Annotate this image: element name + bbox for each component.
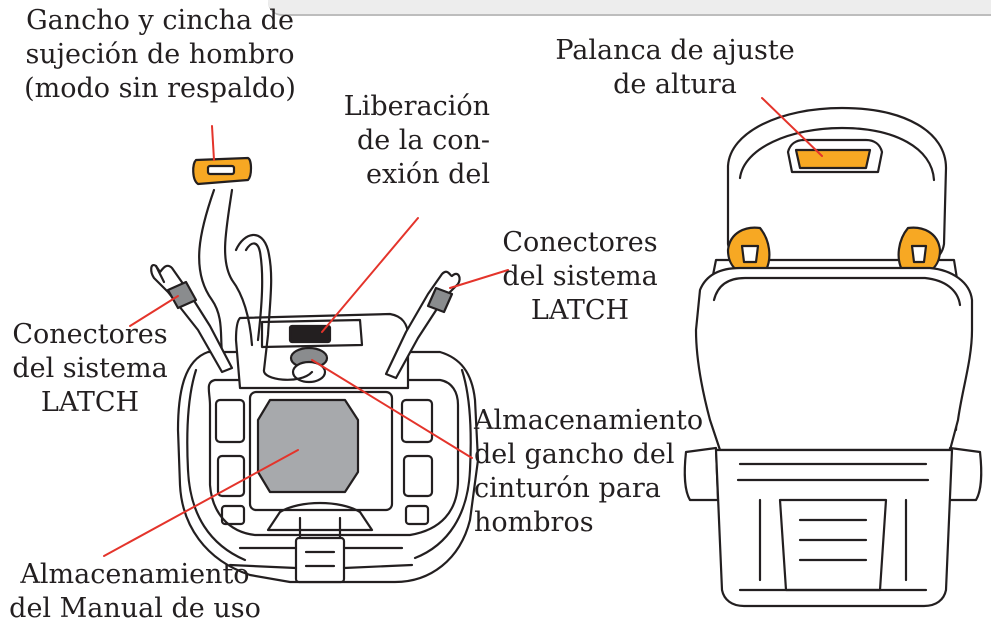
- label-line: Conectores: [12, 319, 168, 350]
- label-line: Palanca de ajuste: [555, 35, 795, 66]
- label-line: del sistema: [502, 261, 658, 292]
- label-line: de la con-: [356, 125, 490, 156]
- label-line: LATCH: [40, 387, 140, 418]
- label-manual-storage: Almacenamiento del Manual de uso: [0, 558, 270, 626]
- label-line: Almacenamiento: [474, 405, 704, 436]
- label-height-lever: Palanca de ajuste de altura: [545, 34, 805, 102]
- label-shoulder-hook: Gancho y cincha de sujeción de hombro (m…: [20, 4, 300, 106]
- booster-seat: [683, 106, 983, 608]
- label-line: Almacenamiento: [20, 559, 250, 590]
- label-line: Gancho y cincha de: [26, 5, 294, 36]
- label-line: del Manual de uso: [9, 593, 261, 624]
- label-line: Conectores: [502, 227, 658, 258]
- label-line: cinturón para: [474, 473, 661, 504]
- label-belt-hook-storage: Almacenamiento del gancho del cinturón p…: [474, 404, 704, 540]
- header-bar: [268, 0, 991, 16]
- shoulder-hook: [192, 156, 253, 186]
- label-line: Liberación: [343, 91, 490, 122]
- label-line: del gancho del: [474, 439, 675, 470]
- label-line: sujeción de hombro: [25, 39, 295, 70]
- label-line: hombros: [474, 507, 594, 538]
- label-line: (modo sin respaldo): [24, 73, 296, 104]
- label-line: LATCH: [530, 295, 630, 326]
- label-latch-release: Liberación de la con- exión del: [330, 90, 490, 192]
- label-latch-connectors-left: Conectores del sistema LATCH: [10, 318, 170, 420]
- label-line: del sistema: [12, 353, 168, 384]
- label-line: exión del: [366, 159, 490, 190]
- label-line: de altura: [613, 69, 737, 100]
- label-latch-connectors-right: Conectores del sistema LATCH: [500, 226, 660, 328]
- leader-lines: [103, 97, 823, 557]
- booster-base: [150, 188, 480, 584]
